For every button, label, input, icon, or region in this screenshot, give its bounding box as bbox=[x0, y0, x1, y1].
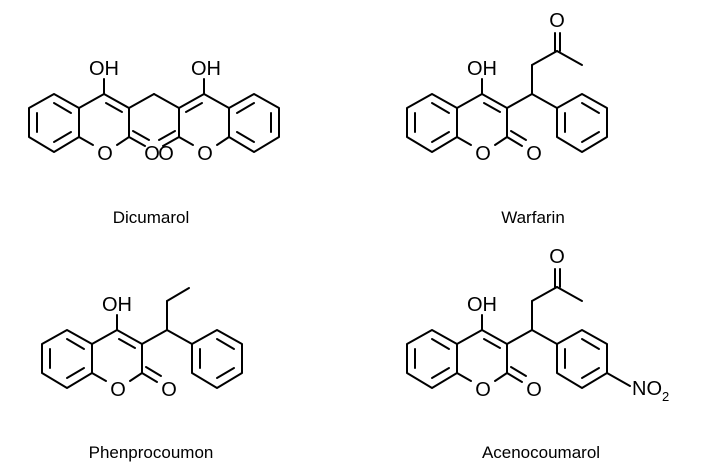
warfarin-caption: Warfarin bbox=[501, 208, 565, 227]
acenocoumarol-ketone-oxygen: O bbox=[549, 246, 565, 268]
dicumarol-oh-right: OH bbox=[191, 58, 221, 80]
phenprocoumon-carbonyl-oxygen: O bbox=[161, 379, 177, 401]
warfarin-carbonyl-oxygen: O bbox=[526, 143, 542, 165]
acenocoumarol-caption: Acenocoumarol bbox=[482, 443, 600, 462]
dicumarol-structure: OH OH O O O O Dicumarol bbox=[28, 58, 280, 227]
acenocoumarol-bonds bbox=[406, 268, 631, 389]
phenprocoumon-ring-oxygen: O bbox=[110, 379, 126, 401]
acenocoumarol-carbonyl-oxygen: O bbox=[526, 379, 542, 401]
phenprocoumon-oh: OH bbox=[102, 294, 132, 316]
warfarin-ring-oxygen: O bbox=[475, 143, 491, 165]
dicumarol-carbonyl-oxygen-right: O bbox=[158, 143, 174, 165]
phenprocoumon-caption: Phenprocoumon bbox=[89, 443, 214, 462]
dicumarol-ring-oxygen-right: O bbox=[197, 143, 213, 165]
acenocoumarol-ring-oxygen: O bbox=[475, 379, 491, 401]
dicumarol-bonds bbox=[28, 78, 280, 153]
phenprocoumon-bonds bbox=[41, 287, 243, 389]
warfarin-structure: O OH O O Warfarin bbox=[406, 10, 608, 227]
acenocoumarol-nitro-subscript: 2 bbox=[662, 389, 669, 404]
warfarin-ketone-oxygen: O bbox=[549, 10, 565, 32]
dicumarol-carbonyl-oxygen-left: O bbox=[144, 143, 160, 165]
warfarin-oh: OH bbox=[467, 58, 497, 80]
acenocoumarol-oh: OH bbox=[467, 294, 497, 316]
warfarin-bonds bbox=[406, 32, 608, 153]
dicumarol-caption: Dicumarol bbox=[113, 208, 190, 227]
phenprocoumon-structure: OH O O Phenprocoumon bbox=[41, 287, 243, 462]
acenocoumarol-nitro-group: NO bbox=[632, 378, 662, 400]
dicumarol-oh-left: OH bbox=[89, 58, 119, 80]
acenocoumarol-structure: O OH O O NO 2 Acenocoumarol bbox=[406, 246, 669, 462]
dicumarol-ring-oxygen-left: O bbox=[97, 143, 113, 165]
